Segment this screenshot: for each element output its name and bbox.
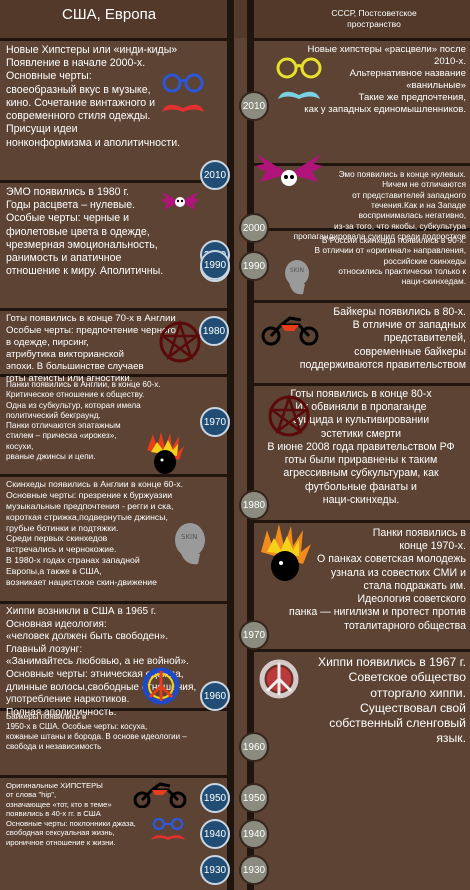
year-badge-right-1970: 1970	[239, 620, 269, 650]
pentagram-icon	[159, 320, 201, 363]
header-left-title: США, Европа	[62, 6, 157, 23]
year-badge-left-1950: 1950	[200, 783, 230, 813]
divider	[0, 308, 230, 311]
divider	[247, 649, 470, 652]
divider	[247, 163, 470, 166]
header-left: США, Европа	[0, 0, 227, 38]
skin-label: SKIN	[290, 267, 304, 274]
skin-label: SKIN	[181, 533, 197, 541]
left-old-hipsters-text: Оригинальные ХИПСТЕРЫ от слова "hip", оз…	[6, 781, 136, 847]
glasses-mustache-icon	[162, 73, 204, 112]
divider	[0, 474, 230, 477]
right-bikers-text: Байкеры появились в 80-х. В отличие от з…	[299, 306, 466, 371]
left-emo-text: ЭМО появились в 1980 г. Годы расцвета – …	[6, 186, 164, 278]
right-hippies-text: Хиппи появились в 1967 г. Советское обще…	[317, 655, 466, 746]
glasses-mustache-icon	[276, 57, 322, 99]
right-skinheads-text: В России скинхеды появились в 90-х. В от…	[314, 235, 467, 287]
divider	[247, 228, 470, 231]
punk-head-icon	[261, 524, 311, 581]
divider	[247, 383, 470, 386]
emo-skull-icon	[255, 154, 323, 186]
year-badge-right-1990: 1990	[239, 251, 269, 281]
glasses-mustache-small-icon	[151, 818, 185, 840]
divider	[247, 38, 470, 41]
right-punks-text: Панки появились в конце 1970-х. О панках…	[288, 527, 466, 632]
year-badge-right-1940: 1940	[239, 819, 269, 849]
left-skinheads-text: Скинхеды появились в Англии в конце 60-х…	[6, 479, 184, 587]
header-right: СССР, Постсоветское пространство	[235, 0, 470, 38]
year-badge-left-1940: 1940	[200, 819, 230, 849]
divider	[0, 775, 230, 778]
year-badge-left-2010: 2010	[200, 160, 230, 190]
left-punks-text: Панки появились в Англии, в конце 60-х. …	[6, 380, 161, 461]
skinhead-head-icon: SKIN	[285, 260, 309, 295]
peace-sign-icon	[142, 667, 180, 705]
divider	[0, 38, 230, 41]
motorcycle-icon	[133, 782, 187, 808]
year-badge-right-2000: 2000	[239, 213, 269, 243]
emo-skull-icon	[161, 192, 199, 210]
year-badge-left-1930: 1930	[200, 855, 230, 885]
divider	[0, 374, 230, 377]
left-goths-text: Готы появились в конце 70-х в Англии Осо…	[6, 313, 176, 384]
divider	[247, 520, 470, 523]
pentagram-icon	[268, 394, 310, 437]
right-hipsters-text: Новые хипстеры «расцвели» после 2010-х. …	[304, 44, 466, 115]
year-badge-right-2010: 2010	[239, 91, 269, 121]
year-badge-right-1960: 1960	[239, 732, 269, 762]
right-emo-text: Эмо появились в конце нулевых. Ничем не …	[293, 169, 466, 242]
right-goths-text: Готы появились в конце 80-х Их обвиняли …	[267, 388, 455, 506]
year-badge-left-1980: 1980	[199, 316, 229, 346]
year-badge-left-1970: 1970	[200, 407, 230, 437]
left-bikers-text: Байкеры появились в 1950-х в США. Особые…	[6, 712, 187, 751]
divider	[247, 300, 470, 303]
skinhead-head-icon: SKIN	[175, 523, 205, 565]
divider	[0, 708, 230, 711]
punk-head-icon	[147, 432, 184, 474]
divider	[0, 180, 230, 183]
year-badge-left-1990: 1990	[200, 250, 230, 280]
year-badge-left-1960: 1960	[200, 681, 230, 711]
year-badge-right-1980: 1980	[239, 490, 269, 520]
year-badge-right-1950: 1950	[239, 783, 269, 813]
header-right-title: СССР, Постсоветское пространство	[331, 8, 417, 29]
left-hipsters-text: Новые Хипстеры или «инди-киды» Появление…	[6, 44, 181, 149]
timeline-spine-left	[227, 0, 234, 890]
divider	[0, 601, 230, 604]
peace-sign-icon	[259, 659, 299, 699]
timeline-spine-right	[247, 0, 254, 890]
motorcycle-icon	[261, 316, 319, 346]
left-hippies-text: Хиппи возникли в США в 1965 г. Основная …	[6, 606, 197, 718]
year-badge-right-1930: 1930	[239, 855, 269, 885]
